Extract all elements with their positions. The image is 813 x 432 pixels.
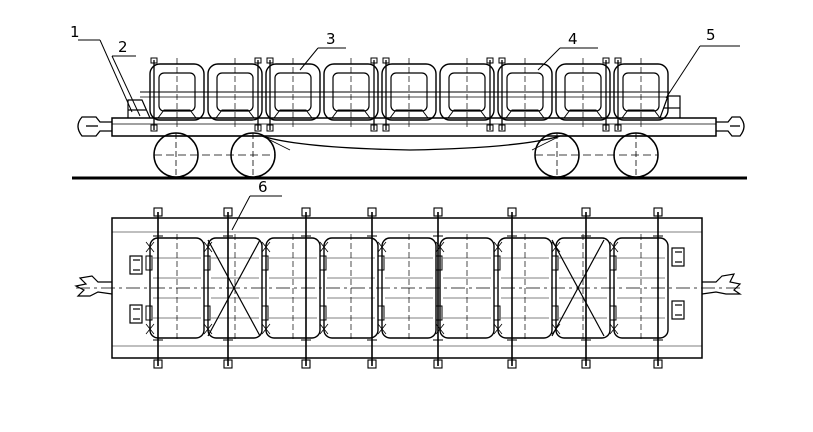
plan-strap [433, 207, 443, 369]
left-end-chock [127, 99, 151, 119]
elevation-coil [206, 57, 264, 132]
plan-left-coupler [74, 275, 113, 297]
callout-5-label: 5 [706, 26, 716, 44]
callouts [78, 39, 740, 231]
elevation-coil [148, 57, 206, 132]
plan-strap [153, 207, 163, 369]
callout-6-label: 6 [258, 178, 268, 196]
plan-strap [223, 207, 233, 369]
plan-lashing-straps [153, 207, 663, 369]
elevation-coil [496, 57, 554, 132]
callout-3-label: 3 [326, 30, 336, 48]
plan-strap [653, 207, 663, 369]
wheelset-left [153, 132, 276, 178]
left-end-brackets [129, 255, 143, 324]
plan-strap [581, 207, 591, 369]
elevation-coil [554, 57, 612, 132]
cross-bracing-left [207, 239, 261, 337]
callout-2-label: 2 [118, 38, 128, 56]
flatcar-deck [111, 117, 717, 137]
flatcar-underframe [150, 135, 680, 151]
side-elevation-view [72, 57, 747, 180]
elevation-coils [148, 57, 670, 132]
plan-view [74, 207, 742, 369]
right-coupler [716, 116, 745, 137]
wheelset-right [534, 132, 659, 178]
callout-1-label: 1 [70, 23, 80, 41]
cross-bracing-right [551, 239, 605, 337]
elevation-coil [438, 57, 496, 132]
callout-4-label: 4 [568, 30, 578, 48]
plan-strap [507, 207, 517, 369]
plan-coil [609, 234, 669, 342]
plan-strap [301, 207, 311, 369]
elevation-coil [322, 57, 380, 132]
left-coupler [77, 116, 112, 137]
plan-right-coupler [701, 273, 742, 295]
elevation-coil [380, 57, 438, 132]
elevation-coil [612, 57, 670, 132]
right-end-brackets [671, 247, 685, 320]
right-end-chock [659, 95, 681, 119]
plan-strap [367, 207, 377, 369]
elevation-coil [264, 57, 322, 132]
